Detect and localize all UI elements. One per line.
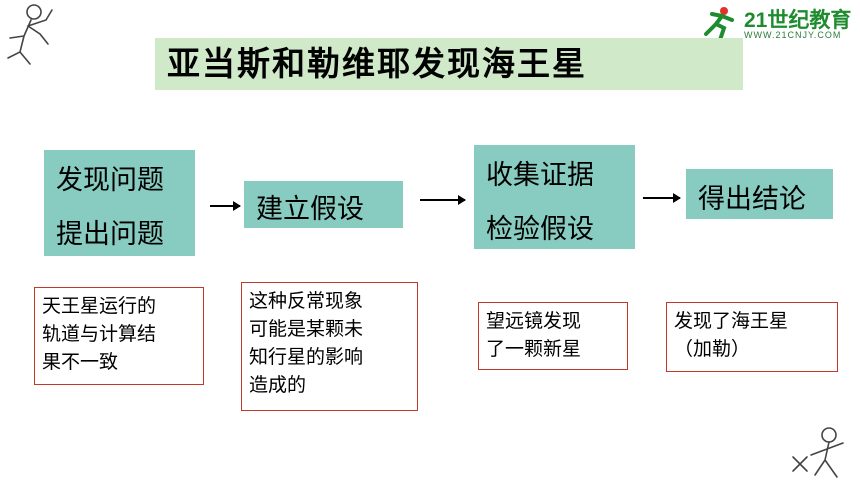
note-line: 这种反常现象 [249, 290, 364, 312]
note-line: 可能是某颗未 [249, 318, 364, 340]
note-line: 天王星运行的 [42, 295, 157, 317]
note-line: （加勒） [674, 338, 751, 360]
brand-logo: 21世纪教育 WWW.21CNJY.COM [700, 2, 860, 46]
note-line: 发现了海王星 [674, 310, 789, 332]
note-line: 知行星的影响 [249, 346, 364, 368]
flow-arrow-1 [210, 201, 241, 211]
flow-arrow-2 [420, 195, 466, 205]
note-line: 果不一致 [42, 351, 119, 373]
runner-logo-icon [704, 7, 734, 42]
step-line: 发现问题 [56, 165, 164, 196]
note-box-unknown-planet: 这种反常现象 可能是某颗未 知行星的影响 造成的 [241, 282, 418, 411]
logo-brand-text: 21世纪教育 [744, 9, 852, 32]
note-box-neptune-found: 发现了海王星 （加勒） [666, 302, 838, 372]
step-box-conclusion: 得出结论 [686, 169, 833, 219]
step-line: 得出结论 [698, 184, 806, 215]
note-line: 望远镜发现 [486, 310, 582, 332]
flow-arrow-3 [643, 193, 681, 203]
slide-title: 亚当斯和勒维耶发现海王星 [155, 38, 743, 90]
note-line: 了一颗新星 [486, 338, 582, 360]
logo-url-text: WWW.21CNJY.COM [744, 30, 842, 40]
stick-figure-decoration-top-left [7, 4, 53, 65]
step-box-evidence: 收集证据 检验假设 [474, 145, 635, 249]
step-line: 提出问题 [56, 219, 164, 250]
note-line: 造成的 [249, 374, 307, 396]
step-line: 检验假设 [486, 214, 594, 245]
note-box-telescope: 望远镜发现 了一颗新星 [478, 302, 628, 370]
note-box-uranus-orbit: 天王星运行的 轨道与计算结 果不一致 [34, 287, 204, 385]
note-line: 轨道与计算结 [42, 323, 157, 345]
step-box-hypothesis: 建立假设 [244, 181, 403, 228]
step-line: 收集证据 [486, 160, 594, 191]
step-box-discover-question: 发现问题 提出问题 [44, 150, 195, 256]
step-line: 建立假设 [256, 194, 364, 225]
stick-figure-decoration-bottom-right [792, 427, 844, 478]
